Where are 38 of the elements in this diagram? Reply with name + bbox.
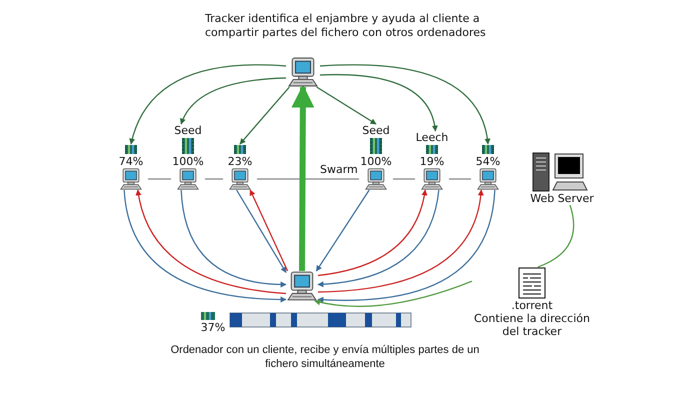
edge-label: Swarm — [318, 163, 360, 176]
arrow — [180, 190, 287, 288]
description-text: Contiene la dirección del tracker — [473, 312, 591, 338]
connector-line — [205, 178, 223, 180]
connector-line — [538, 204, 574, 268]
percentage-label: 100% — [172, 155, 204, 168]
connector-line — [257, 178, 359, 180]
arrow — [320, 64, 490, 145]
arrow — [250, 189, 288, 272]
arrow — [317, 190, 496, 303]
arrow — [130, 64, 286, 145]
heading-text: Tracker identifica el enjambre y ayuda al cliente a compartir partes del fichero con otros ordenadores — [205, 12, 487, 40]
arrow — [316, 190, 370, 272]
server-label: Web Server — [530, 192, 594, 205]
connector-line — [148, 178, 171, 180]
file-name: .torrent — [511, 299, 553, 312]
arrow — [292, 84, 314, 272]
percentage-label: 37% — [200, 321, 226, 335]
status-label: Seed — [174, 124, 202, 137]
status-label: Leech — [416, 131, 448, 144]
caption-text: Ordenador con un cliente, recibe y envía múltiples partes de un fichero simultáneamente — [170, 343, 480, 371]
percentage-label: 74% — [118, 155, 144, 168]
arrow — [318, 189, 484, 293]
connector-line — [449, 178, 471, 180]
arrow — [180, 77, 286, 125]
percentage-label: 19% — [420, 155, 444, 168]
arrow — [236, 190, 287, 274]
arrow — [314, 280, 472, 307]
status-label: Seed — [362, 124, 390, 137]
arrow — [240, 86, 290, 144]
arrow — [316, 86, 376, 124]
percentage-label: 23% — [228, 155, 252, 168]
connector-line — [393, 178, 415, 180]
arrow — [318, 189, 428, 276]
percentage-label: 54% — [476, 155, 500, 168]
arrow — [320, 74, 438, 132]
arrow — [317, 190, 440, 288]
percentage-label: 100% — [360, 155, 392, 168]
